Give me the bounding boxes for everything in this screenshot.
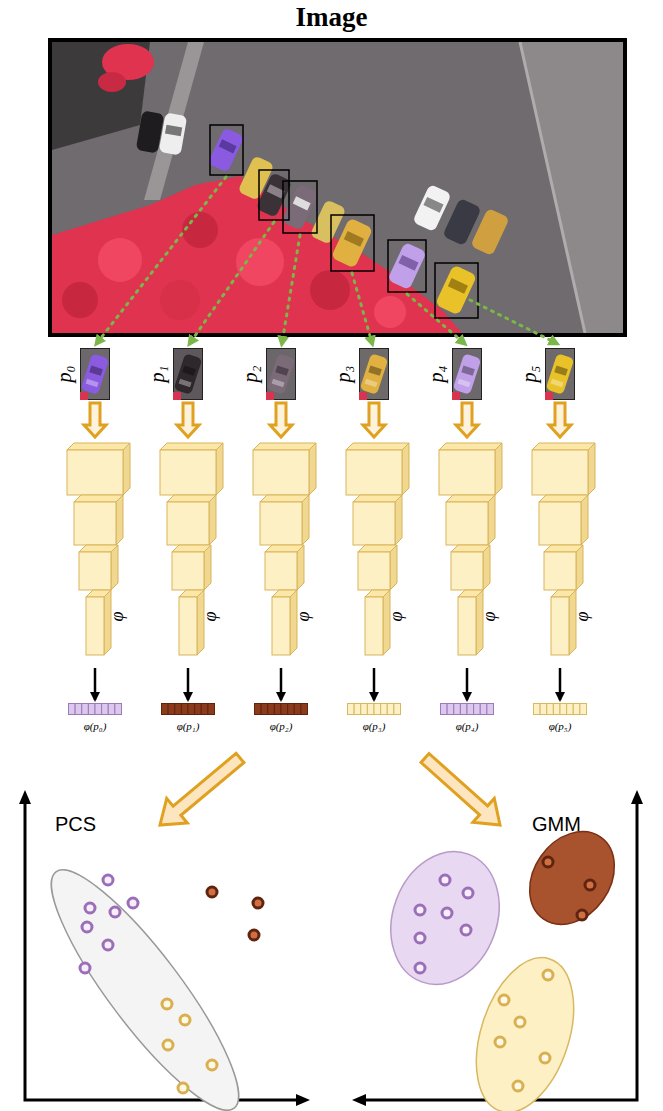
vector-label: φ(p₅) xyxy=(549,720,572,732)
block-arrow xyxy=(549,403,571,437)
network-node: φ xyxy=(435,440,505,665)
network-label: φ xyxy=(107,612,128,622)
feature-vector xyxy=(161,703,215,715)
car xyxy=(281,183,319,230)
car xyxy=(412,184,452,232)
pcs-ellipse xyxy=(27,850,263,1111)
points xyxy=(80,875,473,973)
network-label: φ xyxy=(293,612,314,622)
network-encoder xyxy=(156,440,226,665)
cluster-ellipse xyxy=(458,945,591,1111)
vector-node: φ(p₅) xyxy=(533,703,587,715)
image-patch xyxy=(80,348,110,400)
patch-node: p₁ xyxy=(173,348,203,400)
bounding-boxes xyxy=(210,125,478,318)
car xyxy=(470,208,510,256)
network-encoder xyxy=(528,440,598,665)
car xyxy=(387,242,427,290)
network-node: φ xyxy=(528,440,598,665)
image-patch xyxy=(359,348,389,400)
network-label: φ xyxy=(386,612,407,622)
network-encoder xyxy=(435,440,505,665)
patch-node: p₄ xyxy=(452,348,482,400)
vector-label: φ(p₄) xyxy=(456,720,479,732)
block-arrow xyxy=(84,403,106,437)
vector-node: φ(p₃) xyxy=(347,703,401,715)
car xyxy=(159,112,188,155)
feature-vector xyxy=(68,703,122,715)
network-encoder xyxy=(342,440,412,665)
cluster-ellipse xyxy=(373,836,517,999)
patch-label: p₁ xyxy=(146,366,169,383)
image-patch xyxy=(545,348,575,400)
patch-label: p₅ xyxy=(518,366,541,383)
arrow xyxy=(94,668,97,700)
arrow xyxy=(466,668,469,700)
network-node: φ xyxy=(342,440,412,665)
image-patch xyxy=(266,348,296,400)
car xyxy=(208,127,245,173)
car xyxy=(331,218,373,269)
image-patch xyxy=(173,348,203,400)
network-node: φ xyxy=(63,440,133,665)
vector-label: φ(p₂) xyxy=(270,720,293,732)
block-arrow xyxy=(177,403,199,437)
vector-label: φ(p₁) xyxy=(177,720,200,732)
plot-title: PCS xyxy=(55,813,96,836)
feature-vector xyxy=(347,703,401,715)
patch-node: p₃ xyxy=(359,348,389,400)
title: Image xyxy=(0,2,663,33)
plot-panel: PCS xyxy=(25,795,305,1100)
crop-arrows xyxy=(97,177,556,343)
patch-label: p₄ xyxy=(425,366,448,383)
vector-node: φ(p₁) xyxy=(161,703,215,715)
arrow xyxy=(373,668,376,700)
feature-vector xyxy=(254,703,308,715)
feature-vector xyxy=(440,703,494,715)
split-arrows xyxy=(160,753,500,825)
network-label: φ xyxy=(200,612,221,622)
patch-label: p₃ xyxy=(332,366,355,383)
block-arrow xyxy=(270,403,292,437)
network-node: φ xyxy=(156,440,226,665)
plot-title: GMM xyxy=(532,813,581,836)
arrow xyxy=(280,668,283,700)
network-encoder xyxy=(249,440,319,665)
block-arrow xyxy=(456,403,478,437)
points xyxy=(162,970,553,1093)
patch-node: p₀ xyxy=(80,348,110,400)
arrow xyxy=(559,668,562,700)
car xyxy=(435,265,477,316)
patch-node: p₅ xyxy=(545,348,575,400)
vector-node: φ(p₄) xyxy=(440,703,494,715)
plot-panel: GMM xyxy=(357,795,637,1100)
network-label: φ xyxy=(479,612,500,622)
patch-label: p₂ xyxy=(239,366,262,383)
vector-node: φ(p₀) xyxy=(68,703,122,715)
network-label: φ xyxy=(572,612,593,622)
arrow xyxy=(187,668,190,700)
patch-node: p₂ xyxy=(266,348,296,400)
feature-vector xyxy=(533,703,587,715)
vector-label: φ(p₀) xyxy=(84,720,107,732)
network-encoder xyxy=(63,440,133,665)
axis-heads xyxy=(19,790,643,1106)
patch-label: p₀ xyxy=(53,366,76,383)
vector-label: φ(p₃) xyxy=(363,720,386,732)
vector-node: φ(p₂) xyxy=(254,703,308,715)
block-arrow xyxy=(363,403,385,437)
network-node: φ xyxy=(249,440,319,665)
image-patch xyxy=(452,348,482,400)
points xyxy=(207,857,595,940)
